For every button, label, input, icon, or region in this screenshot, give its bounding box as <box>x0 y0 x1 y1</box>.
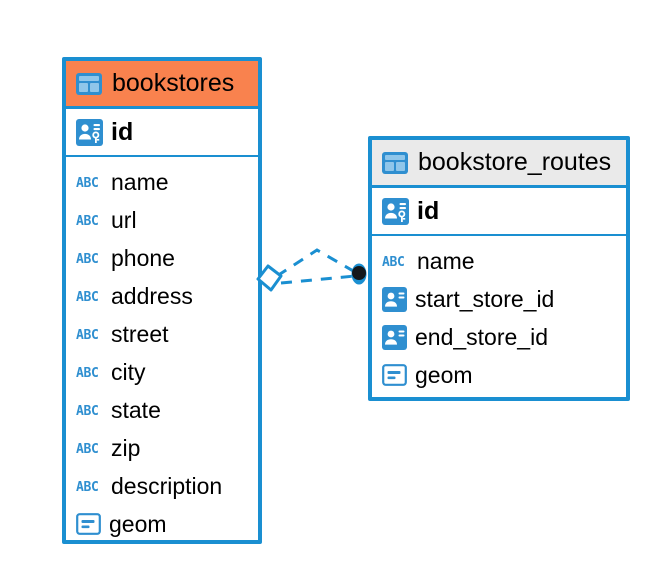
svg-text:ABC: ABC <box>76 404 99 419</box>
svg-text:ABC: ABC <box>76 366 99 381</box>
abc-text-icon: ABC <box>76 440 103 457</box>
abc-text-icon: ABC <box>76 288 103 305</box>
field-row[interactable]: ABC url <box>76 201 248 239</box>
field-row[interactable]: ABC city <box>76 353 248 391</box>
field-label: state <box>111 396 161 423</box>
table-icon <box>76 72 102 95</box>
field-label: start_store_id <box>415 285 555 312</box>
field-row[interactable]: ABC description <box>76 467 248 505</box>
field-label: description <box>111 472 223 499</box>
relationship-line <box>276 248 356 285</box>
abc-text-icon: ABC <box>76 478 103 495</box>
field-label: zip <box>111 434 141 461</box>
primary-key-label: id <box>111 117 134 146</box>
field-row[interactable]: ABC state <box>76 391 248 429</box>
primary-key-label: id <box>417 196 440 225</box>
svg-text:ABC: ABC <box>76 176 99 191</box>
circle-marker <box>351 263 367 285</box>
field-row[interactable]: end_store_id <box>382 318 616 356</box>
primary-key-icon <box>76 118 103 146</box>
entity-bookstore-routes[interactable]: bookstore_routes id <box>368 136 630 401</box>
field-label: name <box>417 247 475 274</box>
field-list-bookstores: ABC name ABC url ABC p <box>66 157 258 547</box>
svg-text:ABC: ABC <box>76 442 99 457</box>
abc-text-icon: ABC <box>76 212 103 229</box>
abc-text-icon: ABC <box>76 250 103 267</box>
abc-text-icon: ABC <box>76 326 103 343</box>
primary-key-row-bookstore-routes[interactable]: id <box>372 188 626 236</box>
field-label: street <box>111 320 169 347</box>
field-label: address <box>111 282 193 309</box>
field-list-bookstore-routes: ABC name start_store_id <box>372 236 626 398</box>
field-row[interactable]: start_store_id <box>382 280 616 318</box>
field-label: phone <box>111 244 175 271</box>
field-label: end_store_id <box>415 323 548 350</box>
foreign-key-icon <box>382 324 407 350</box>
entity-header-bookstores[interactable]: bookstores <box>66 61 258 109</box>
entity-title: bookstores <box>112 69 235 97</box>
field-row[interactable]: ABC zip <box>76 429 248 467</box>
geometry-icon <box>382 364 407 386</box>
svg-text:ABC: ABC <box>76 480 99 495</box>
primary-key-icon <box>382 197 409 225</box>
relationship-connector[interactable] <box>255 238 375 310</box>
field-label: url <box>111 206 137 233</box>
field-row[interactable]: ABC street <box>76 315 248 353</box>
svg-text:ABC: ABC <box>76 328 99 343</box>
abc-text-icon: ABC <box>76 364 103 381</box>
field-label: geom <box>109 510 167 537</box>
abc-text-icon: ABC <box>76 174 103 191</box>
field-row[interactable]: ABC address <box>76 277 248 315</box>
table-icon <box>382 151 408 174</box>
svg-text:ABC: ABC <box>76 252 99 267</box>
svg-text:ABC: ABC <box>76 214 99 229</box>
abc-text-icon: ABC <box>76 402 103 419</box>
field-label: geom <box>415 361 473 388</box>
field-row[interactable]: geom <box>76 505 248 543</box>
svg-text:ABC: ABC <box>382 255 405 270</box>
svg-text:ABC: ABC <box>76 290 99 305</box>
primary-key-row-bookstores[interactable]: id <box>66 109 258 157</box>
field-row[interactable]: geom <box>382 356 616 394</box>
field-row[interactable]: ABC name <box>382 242 616 280</box>
field-label: name <box>111 168 169 195</box>
field-row[interactable]: ABC phone <box>76 239 248 277</box>
entity-header-bookstore-routes[interactable]: bookstore_routes <box>372 140 626 188</box>
entity-title: bookstore_routes <box>418 148 612 176</box>
field-label: city <box>111 358 146 385</box>
field-row[interactable]: ABC name <box>76 163 248 201</box>
geometry-icon <box>76 513 101 535</box>
entity-bookstores[interactable]: bookstores id <box>62 57 262 544</box>
foreign-key-icon <box>382 286 407 312</box>
abc-text-icon: ABC <box>382 253 409 270</box>
